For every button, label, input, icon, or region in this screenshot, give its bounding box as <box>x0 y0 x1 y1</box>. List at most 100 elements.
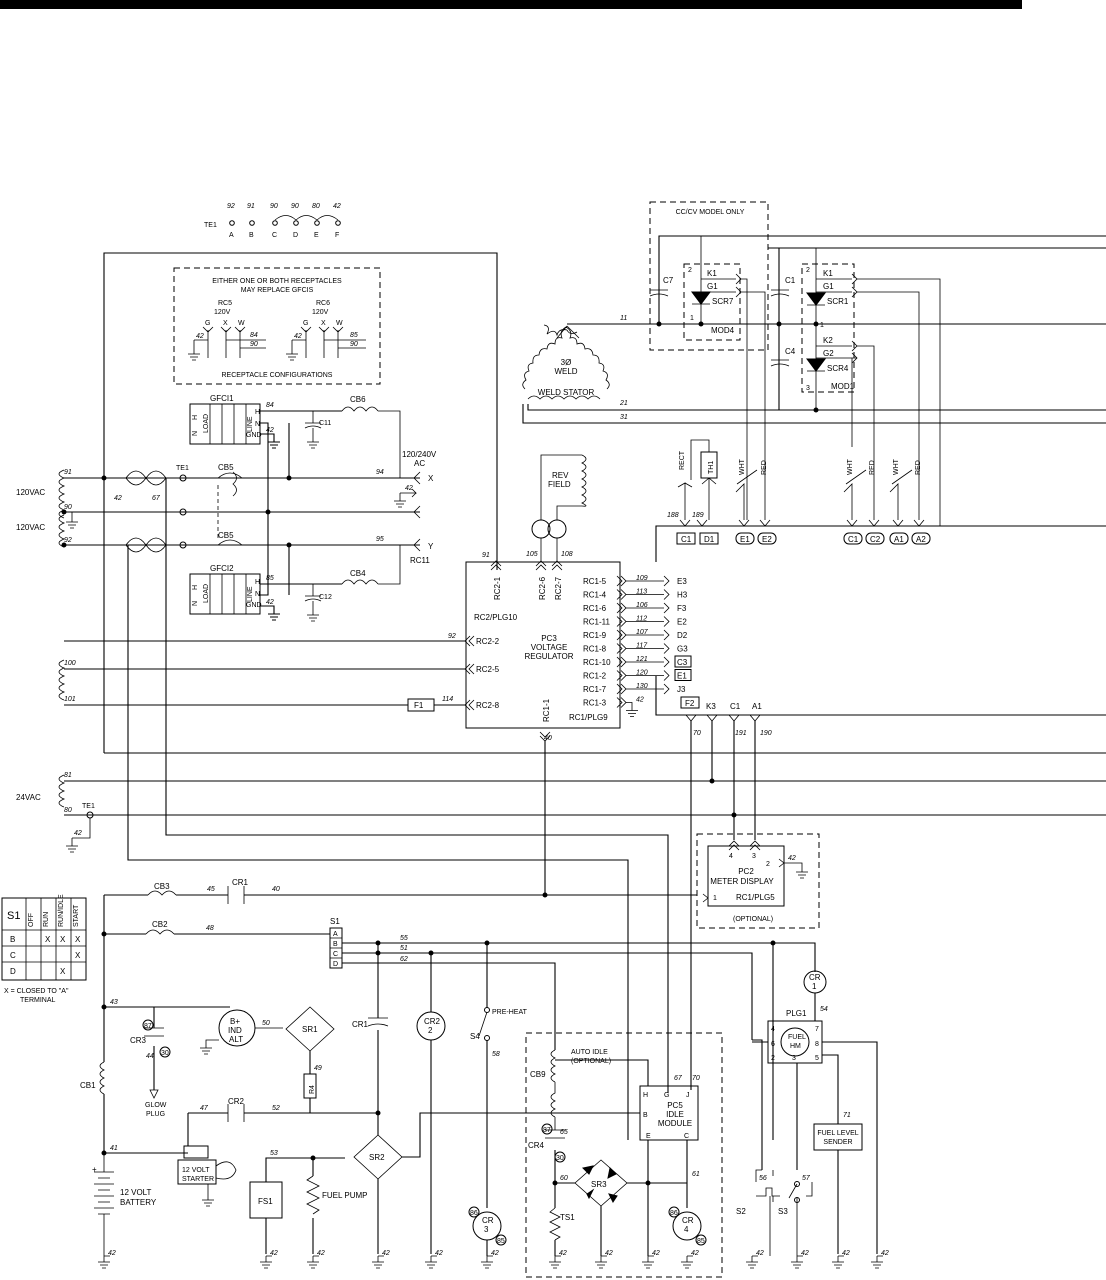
rc5-volt: 120V <box>214 309 231 316</box>
cc-cv-box: CC/CV MODEL ONLY C7 2 1 K1 G1 SCR7 MOD4 <box>649 201 1106 520</box>
wire-101: 101 <box>64 696 76 703</box>
pc5-h: H <box>643 1092 648 1099</box>
cb3-label: CB3 <box>154 882 170 891</box>
gfci1-line-n: N <box>255 421 260 428</box>
mod4-pin1: 1 <box>690 315 694 322</box>
pc3-dest-e2: E2 <box>677 618 687 627</box>
wire-49: 49 <box>314 1065 322 1072</box>
pc3-voltage: VOLTAGE <box>531 643 568 652</box>
wire-80: 80 <box>64 807 72 814</box>
battery-label-2: BATTERY <box>120 1198 157 1207</box>
s1-cell: X <box>60 935 66 944</box>
tag-k3: K3 <box>706 702 716 711</box>
pc3-pin-rc1-3: RC1-3 <box>583 699 607 708</box>
scr4-label: SCR4 <box>827 364 849 373</box>
plg1-pin8: 8 <box>815 1041 819 1048</box>
wire-191: 191 <box>735 730 747 737</box>
te1-letter-a: A <box>229 232 234 239</box>
gfci2-line-h: H <box>255 579 260 586</box>
ground-42: 42 <box>691 1250 699 1257</box>
cr3-30: 30 <box>161 1050 169 1057</box>
s1-table-title: S1 <box>7 910 20 922</box>
gfci1-wire-42: 42 <box>266 427 274 434</box>
wire-42-a: 42 <box>114 495 122 502</box>
cr1-contact-label: CR1 <box>232 878 249 887</box>
mod1-pin1: 1 <box>820 322 824 329</box>
wire-67: 67 <box>152 495 161 502</box>
cr2-contact-label: CR2 <box>228 1097 245 1106</box>
pin-rc2-5: RC2-5 <box>476 665 500 674</box>
mod1-c4: C4 <box>785 347 796 356</box>
cb9-label: CB9 <box>530 1070 546 1079</box>
pc5-g: G <box>664 1092 669 1099</box>
wire-94: 94 <box>376 469 384 476</box>
ts1-label: TS1 <box>560 1213 575 1222</box>
rc6-wire-90: 90 <box>350 341 358 348</box>
s3-label: S3 <box>778 1207 788 1216</box>
cr4-30: 30 <box>556 1155 564 1162</box>
wire-52: 52 <box>272 1105 280 1112</box>
ground-42: 42 <box>881 1250 889 1257</box>
cb2-label: CB2 <box>152 920 168 929</box>
s1-pin-b: B <box>333 941 338 948</box>
pin-rc2-8: RC2-8 <box>476 701 500 710</box>
ground-42: 42 <box>756 1250 764 1257</box>
rc5-pin-x: X <box>223 320 228 327</box>
pc3-dest-f3: F3 <box>677 604 687 613</box>
tag-a1-f2: A1 <box>752 702 762 711</box>
pc3-pin-rc1-7: RC1-7 <box>583 685 607 694</box>
aux-te1: TE1 <box>176 465 189 472</box>
ground-42: 42 <box>108 1250 116 1257</box>
pc2-pin2: 2 <box>766 861 770 868</box>
wire-50: 50 <box>262 1020 270 1027</box>
pc2-pin1: 1 <box>713 895 717 902</box>
wire-61: 61 <box>692 1171 700 1178</box>
fuse-f1: F1 <box>414 701 424 710</box>
pc3-plg9: RC1/PLG9 <box>569 713 608 722</box>
cr3-86: 86 <box>470 1210 478 1217</box>
tag-f2: F2 <box>685 699 695 708</box>
weld-stator-label: WELD STATOR <box>538 388 595 397</box>
pc2-sub: METER DISPLAY <box>710 877 774 886</box>
plg1-pin2: 2 <box>771 1055 775 1062</box>
glow-1: GLOW <box>145 1102 167 1109</box>
wire-70-pc5: 70 <box>692 1075 700 1082</box>
s1-col-off: OFF <box>28 913 35 927</box>
gfci2-wire-85: 85 <box>266 575 274 582</box>
rev-field-1: REV <box>552 471 569 480</box>
rc6-pin-x: X <box>321 320 326 327</box>
ac-output: 120/240V AC X Y 94 95 42 RC11 <box>376 450 437 565</box>
pc3-dest-g3: G3 <box>677 645 688 654</box>
wire-65: 65 <box>560 1129 568 1136</box>
s1-col-run: RUN <box>43 912 50 927</box>
cr4-coil-1: CR <box>682 1216 694 1225</box>
ac24-label: 24VAC <box>16 793 41 802</box>
wire-40-pc3: 40 <box>544 735 552 742</box>
hm-hm: HM <box>790 1043 801 1050</box>
wire-114: 114 <box>442 696 453 703</box>
aux-winding-labels: 120VAC 120VAC 91 90 92 42 67 TE1 CB5 CB5 <box>16 463 234 544</box>
pc3-wire-113: 113 <box>636 589 647 596</box>
red-3: RED <box>915 460 922 475</box>
rc6-label: RC6 <box>316 300 330 307</box>
rc6-pin-g: G <box>303 320 308 327</box>
pc3-pin-rc1-5: RC1-5 <box>583 577 607 586</box>
gfci1-gnd: GND <box>246 432 262 439</box>
recept-note-2: MAY REPLACE GFCIS <box>241 287 314 294</box>
wire-91: 91 <box>64 469 72 476</box>
ground-42: 42 <box>801 1250 809 1257</box>
ground-42: 42 <box>435 1250 443 1257</box>
te1-letter-d: D <box>293 232 298 239</box>
wire-71: 71 <box>843 1112 851 1119</box>
tag-a1: A1 <box>894 535 904 544</box>
weld-phase: 3Ø <box>561 358 572 367</box>
te1-letter-b: B <box>249 232 254 239</box>
pc3-wire-106: 106 <box>636 602 648 609</box>
te1-terminal-strip: TE1 92 91 90 90 80 42 A B C D E F <box>204 203 341 239</box>
s1-cell: X <box>45 935 51 944</box>
mod1-pin3: 3 <box>806 385 810 392</box>
wire-48: 48 <box>206 925 214 932</box>
wire-81: 81 <box>64 772 72 779</box>
